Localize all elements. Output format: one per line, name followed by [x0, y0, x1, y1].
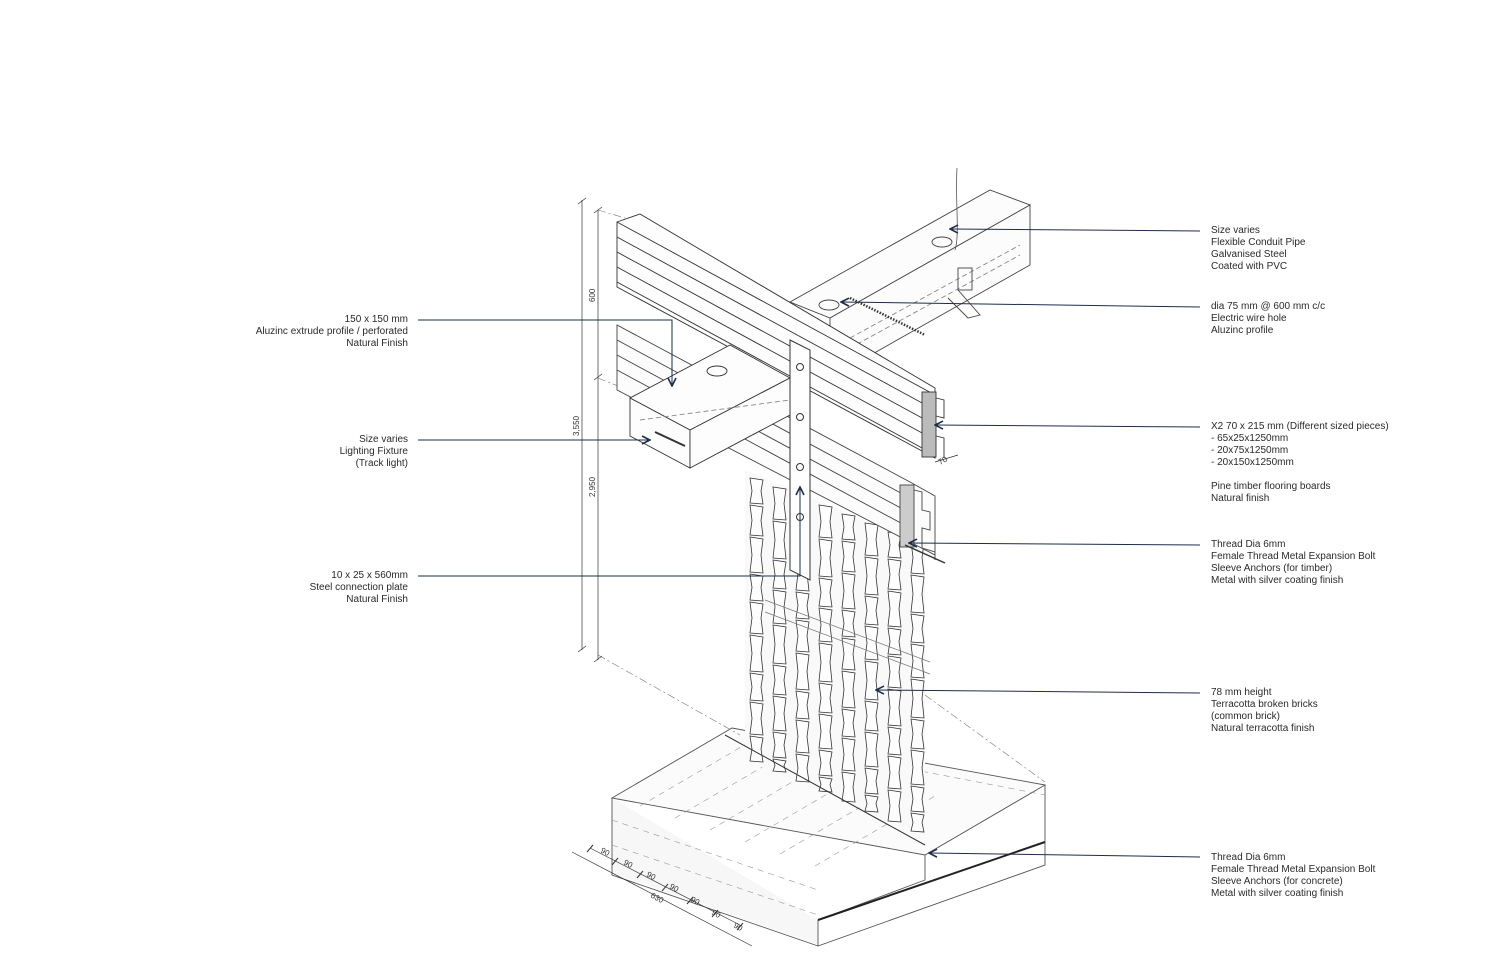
- brick: [841, 670, 856, 709]
- brick: [749, 672, 764, 702]
- brick: [818, 682, 833, 714]
- brick: [749, 601, 764, 635]
- label-bolt-timber: Thread Dia 6mm Female Thread Metal Expan…: [1211, 539, 1376, 586]
- brick: [864, 767, 879, 795]
- brick: [749, 573, 764, 602]
- brick: [841, 708, 856, 738]
- brick: [910, 613, 925, 644]
- brick: [749, 634, 764, 673]
- brick: [795, 652, 810, 691]
- label-connection-plate: 10 x 25 x 560mm Steel connection plate N…: [309, 570, 408, 605]
- brick: [795, 591, 810, 620]
- leader-lines: [418, 229, 1201, 857]
- brick: [772, 559, 787, 590]
- brick: [772, 589, 787, 625]
- dim-column-height: 2,950: [588, 476, 597, 497]
- vertical-dimensions: [577, 197, 959, 663]
- brick: [795, 619, 810, 653]
- label-lighting-fixture: Size varies Lighting Fixture (Track ligh…: [339, 434, 408, 469]
- brick: [887, 789, 902, 823]
- brick: [818, 607, 833, 643]
- brick: [749, 536, 764, 574]
- brick: [772, 624, 787, 665]
- brick: [818, 538, 833, 578]
- brick: [887, 726, 902, 756]
- base-dimension-chain: [571, 844, 753, 947]
- leader-bolt-concrete: [929, 853, 1201, 857]
- brick: [910, 718, 925, 750]
- timber-bolt: [904, 544, 946, 564]
- brick: [887, 655, 902, 689]
- brick: [887, 558, 902, 591]
- brick: [841, 572, 856, 610]
- brick: [772, 486, 787, 521]
- brick: [910, 785, 925, 813]
- brick: [818, 642, 833, 683]
- leader-connection-plate: [418, 487, 800, 577]
- brick: [887, 688, 902, 727]
- brick: [841, 737, 856, 772]
- brick: [841, 637, 856, 671]
- brick: [749, 477, 764, 505]
- leader-aluzinc-profile: [418, 319, 672, 386]
- brick: [887, 590, 902, 628]
- brick: [864, 731, 879, 768]
- label-aluzinc-profile: 150 x 150 mm Aluzinc extrude profile / p…: [255, 314, 408, 349]
- brick: [772, 664, 787, 696]
- label-bolt-concrete: Thread Dia 6mm Female Thread Metal Expan…: [1211, 852, 1376, 899]
- brick: [772, 731, 787, 759]
- brick: [818, 713, 833, 750]
- brick: [910, 812, 925, 833]
- label-timber-pieces: X2 70 x 215 mm (Different sized pieces) …: [1211, 421, 1389, 504]
- brick: [864, 522, 879, 557]
- brick: [749, 504, 764, 537]
- brick: [841, 540, 856, 573]
- brick: [864, 700, 879, 732]
- brick: [910, 643, 925, 679]
- leader-bolt-timber: [909, 543, 1201, 545]
- brick: [818, 504, 833, 539]
- aluzinc-profile-front: [629, 344, 791, 469]
- guide-lines: [597, 209, 1046, 783]
- brick: [795, 753, 810, 783]
- brick: [841, 771, 856, 803]
- aluzinc-profile-back: [788, 167, 1032, 379]
- steel-connection-plate: [789, 339, 811, 581]
- brick: [772, 695, 787, 732]
- brick: [749, 701, 764, 736]
- label-bricks: 78 mm height Terracotta broken bricks (c…: [1211, 687, 1318, 734]
- label-wire-hole: dia 75 mm @ 600 mm c/c Electric wire hol…: [1211, 301, 1326, 336]
- leader-bricks: [876, 690, 1201, 693]
- brick: [864, 595, 879, 626]
- dim-top-beam: 600: [588, 288, 597, 302]
- brick: [864, 625, 879, 661]
- brick: [864, 556, 879, 596]
- brick: [910, 574, 925, 614]
- brick: [910, 749, 925, 786]
- brick: [887, 755, 902, 790]
- brick: [818, 749, 833, 777]
- upper-timber-beam: [616, 213, 945, 459]
- leader-wire-hole: [841, 302, 1201, 308]
- brick: [818, 577, 833, 608]
- leader-timber: [935, 425, 1201, 427]
- dim-overall-height: 3,550: [572, 415, 581, 436]
- brick: [795, 719, 810, 754]
- dim-base-module-7: 90: [732, 921, 745, 933]
- brick: [910, 678, 925, 719]
- brick: [887, 627, 902, 656]
- dim-base-module-1: 90: [599, 846, 612, 858]
- leader-conduit-pipe: [950, 229, 1201, 231]
- brick: [772, 520, 787, 560]
- brick: [795, 690, 810, 720]
- brick: [841, 513, 856, 541]
- brick: [749, 735, 764, 763]
- dim-timber-depth: 70: [937, 454, 950, 466]
- brick: [864, 660, 879, 701]
- brick: [864, 794, 879, 813]
- label-conduit-pipe: Size varies Flexible Conduit Pipe Galvan…: [1211, 225, 1306, 272]
